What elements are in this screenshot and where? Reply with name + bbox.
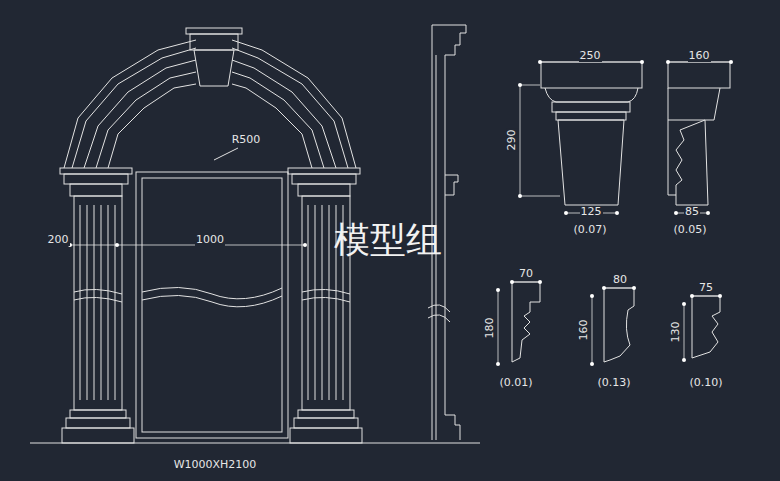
volume-note: (0.13) bbox=[596, 377, 631, 389]
volume-note: (0.07) bbox=[572, 224, 607, 236]
dimension: 160 bbox=[578, 319, 590, 342]
dimension: 130 bbox=[670, 321, 682, 344]
dimension: 160 bbox=[688, 50, 711, 62]
dimension: 80 bbox=[612, 274, 628, 286]
watermark: 模型组 bbox=[333, 220, 443, 260]
dimension: 250 bbox=[579, 50, 602, 62]
dimension: 75 bbox=[698, 282, 714, 294]
dimension: 70 bbox=[518, 268, 534, 280]
volume-note: (0.05) bbox=[672, 224, 707, 236]
volume-note: (0.01) bbox=[498, 377, 533, 389]
dimension: 180 bbox=[484, 317, 496, 340]
volume-note: (0.10) bbox=[688, 377, 723, 389]
dimension: 290 bbox=[506, 129, 518, 152]
dimension: 200 bbox=[47, 234, 70, 246]
dimension: 85 bbox=[684, 206, 700, 218]
dimension: 125 bbox=[580, 206, 603, 218]
radius-dimension: R500 bbox=[231, 134, 262, 146]
size-note: W1000XH2100 bbox=[173, 459, 258, 471]
dimension: 1000 bbox=[195, 234, 225, 246]
